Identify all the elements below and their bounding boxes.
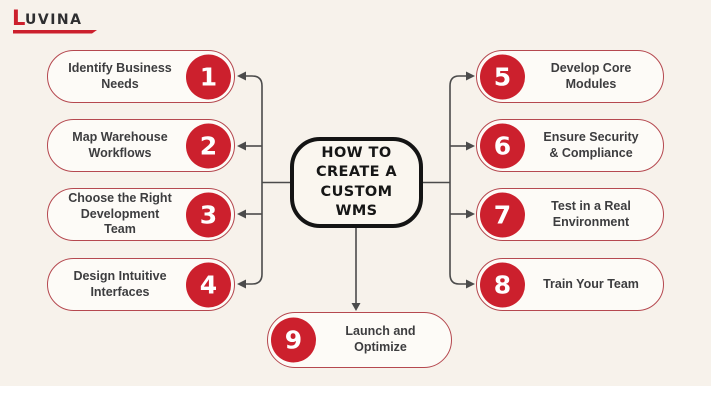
step-number-badge: 2 bbox=[186, 123, 231, 168]
diagram-title: HOW TO CREATE A CUSTOM WMS bbox=[315, 145, 398, 219]
luvina-logo-underline bbox=[13, 30, 97, 34]
luvina-logo-text: UVINA bbox=[25, 12, 83, 28]
step-pill-3: Choose the Right Development Team 3 bbox=[47, 188, 235, 241]
step-pill-2: Map Warehouse Workflows 2 bbox=[47, 119, 235, 172]
step-pill-9: 9 Launch and Optimize bbox=[267, 312, 452, 368]
step-label: Design Intuitive Interfaces bbox=[73, 268, 167, 299]
step-label: Choose the Right Development Team bbox=[68, 191, 172, 237]
step-label: Develop Core Modules bbox=[550, 60, 632, 91]
luvina-logo-l: L bbox=[12, 6, 26, 30]
step-pill-1: Identify Business Needs 1 bbox=[47, 50, 235, 103]
step-label: Map Warehouse Workflows bbox=[72, 129, 168, 160]
arrow-right-8 bbox=[466, 279, 475, 289]
arrow-right-5 bbox=[466, 71, 475, 81]
step-label: Launch and Optimize bbox=[345, 324, 416, 354]
bottom-white-margin bbox=[0, 386, 711, 400]
center-title-box: HOW TO CREATE A CUSTOM WMS bbox=[290, 137, 423, 228]
step-number-badge: 9 bbox=[271, 317, 316, 363]
arrow-down-9 bbox=[351, 303, 361, 311]
step-pill-8: 8 Train Your Team bbox=[476, 258, 664, 311]
step-number-badge: 6 bbox=[480, 123, 525, 168]
step-pill-7: 7 Test in a Real Environment bbox=[476, 188, 664, 241]
step-pill-6: 6 Ensure Security & Compliance bbox=[476, 119, 664, 172]
step-number-badge: 1 bbox=[186, 54, 231, 99]
step-label: Train Your Team bbox=[543, 276, 639, 291]
step-label: Identify Business Needs bbox=[68, 60, 172, 91]
arrow-right-7 bbox=[466, 209, 475, 219]
luvina-logo: L UVINA bbox=[12, 6, 104, 38]
arrow-right-6 bbox=[466, 141, 475, 151]
arrow-left-1 bbox=[237, 71, 246, 81]
arrow-left-3 bbox=[237, 209, 246, 219]
step-pill-5: 5 Develop Core Modules bbox=[476, 50, 664, 103]
step-number-badge: 4 bbox=[186, 262, 231, 307]
step-number-badge: 8 bbox=[480, 262, 525, 307]
arrow-left-2 bbox=[237, 141, 246, 151]
step-number-badge: 7 bbox=[480, 192, 525, 237]
step-label: Ensure Security & Compliance bbox=[543, 129, 639, 160]
step-number-badge: 5 bbox=[480, 54, 525, 99]
arrow-left-4 bbox=[237, 279, 246, 289]
step-pill-4: Design Intuitive Interfaces 4 bbox=[47, 258, 235, 311]
step-label: Test in a Real Environment bbox=[551, 198, 631, 229]
step-number-badge: 3 bbox=[186, 192, 231, 237]
